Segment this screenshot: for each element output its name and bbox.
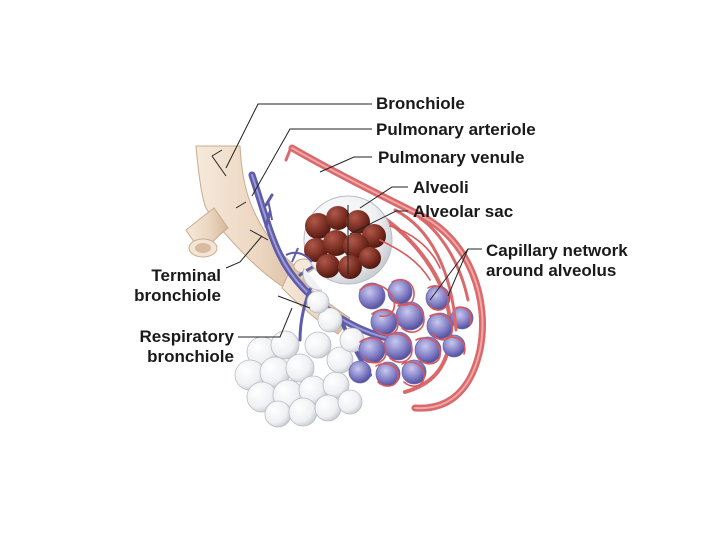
pulmonary-arteriole-leader [251,128,372,197]
label-pulmonary-arteriole: Pulmonary arteriole [376,120,536,139]
pulmonary-venule-leader [319,156,372,173]
label-terminal-line2: bronchiole [134,286,221,305]
alveolar-sac-leader [349,210,408,235]
terminal-bronchiole-leader [225,235,263,269]
label-terminal-line1: Terminal [151,266,221,285]
leader-lines [211,103,482,338]
respiratory-alveoli-cluster [234,290,365,428]
label-capillary-line2: around alveolus [486,261,617,280]
label-bronchiole: Bronchiole [376,94,465,113]
label-alveoli: Alveoli [413,178,469,197]
alveoli-leader [359,186,408,209]
label-respiratory-line1: Respiratory [139,327,234,346]
arteriole-twigs [267,199,313,263]
bronchiole-leader [225,103,372,169]
label-pulmonary-venule: Pulmonary venule [378,148,525,167]
capillary-network [348,208,474,387]
respiratory-bronchiole-leader [238,307,293,338]
label-alveolar-sac: Alveolar sac [413,202,514,221]
label-capillary-line1: Capillary network [486,241,628,260]
label-respiratory-line2: bronchiole [147,347,234,366]
